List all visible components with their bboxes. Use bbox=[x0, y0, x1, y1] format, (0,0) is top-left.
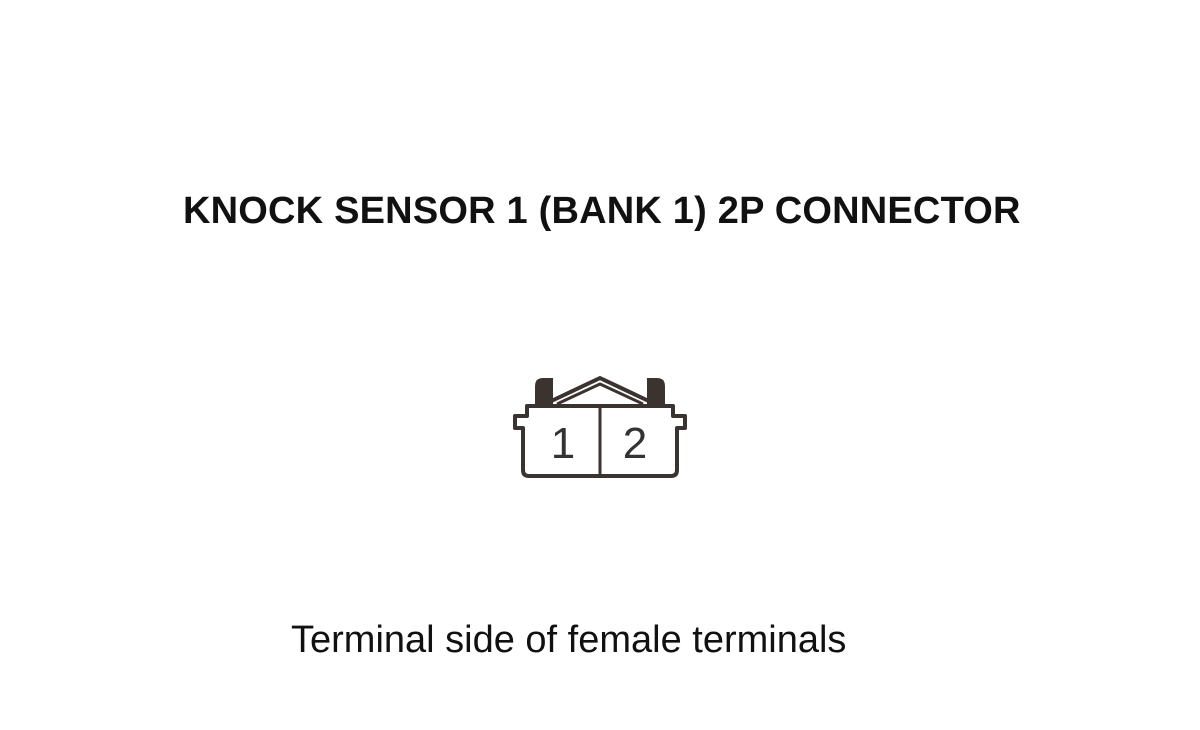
connector-diagram: 1 2 bbox=[513, 376, 687, 478]
connector-left-post bbox=[535, 378, 553, 406]
pin-2-label: 2 bbox=[623, 419, 647, 468]
pin-1-label: 1 bbox=[551, 419, 575, 468]
connector-right-post bbox=[647, 378, 665, 406]
connector-lock-ridge bbox=[544, 376, 656, 406]
diagram-title: KNOCK SENSOR 1 (BANK 1) 2P CONNECTOR bbox=[183, 190, 1021, 232]
connector-lock-ridge-inner bbox=[556, 382, 644, 406]
diagram-caption: Terminal side of female terminals bbox=[291, 619, 847, 661]
